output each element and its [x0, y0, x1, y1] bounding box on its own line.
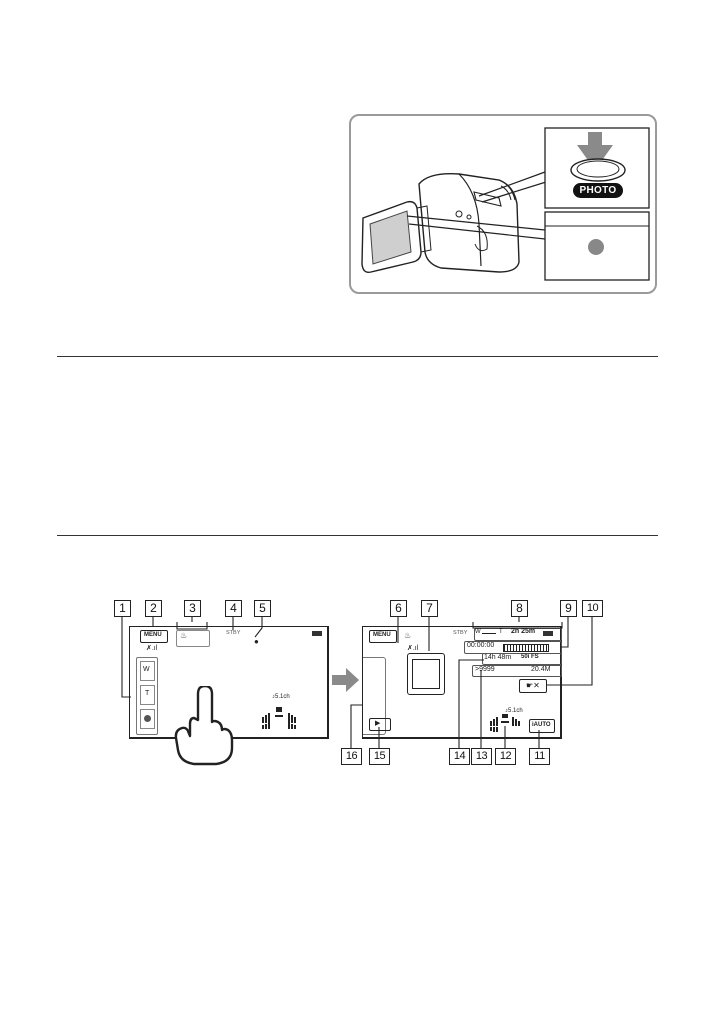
photo-row	[472, 665, 562, 677]
callout-15: 15	[369, 748, 390, 765]
wifi-off-icon: ✗.ıl	[146, 645, 158, 652]
battery-icon	[543, 631, 553, 636]
menu-button-label: MENU	[373, 632, 391, 638]
zoom-wide-button[interactable]: W	[140, 661, 155, 681]
zoom-wide-label: W	[143, 666, 150, 673]
focus-frame-inner	[412, 659, 440, 689]
status-text: STBY	[226, 630, 241, 636]
recording-icon: ●	[254, 637, 259, 646]
callout-7: 7	[421, 600, 438, 617]
playback-button[interactable]: ▶	[369, 718, 391, 731]
zoom-wide-label: W	[475, 629, 481, 635]
zoom-tele-label: T	[499, 629, 503, 635]
menu-button[interactable]: MENU	[369, 630, 397, 643]
callout-11: 11	[529, 748, 550, 765]
callout-1: 1	[114, 600, 131, 617]
menu-button[interactable]: MENU	[140, 630, 168, 643]
zoom-tele-button[interactable]: T	[140, 685, 155, 705]
callout-4: 4	[225, 600, 242, 617]
playback-icon: ▶	[375, 720, 381, 727]
touch-cancel-icon: ☛✕	[526, 681, 540, 690]
rec-time: 14h 48m	[484, 654, 512, 661]
side-zoom-area[interactable]	[363, 657, 386, 735]
battery-time: 2h 25m	[511, 628, 536, 635]
battery-icon	[312, 631, 322, 636]
section-divider	[57, 535, 658, 536]
press-arrow-icon	[577, 132, 613, 170]
photo-button-label: PHOTO	[573, 183, 623, 198]
camera-illustration: PHOTO	[349, 114, 657, 294]
scene-mode-area[interactable]	[176, 630, 210, 647]
finger-touch-icon	[174, 686, 234, 766]
zoom-tele-label: T	[145, 690, 150, 697]
callout-13: 13	[471, 748, 492, 765]
zoom-panel: W T	[136, 657, 158, 735]
audio-level-icon	[262, 707, 296, 729]
lcd-screen-left: MENU ♨ STBY ● ✗.ıl W T ♪5.1ch	[129, 626, 329, 739]
audio-channel-text: ♪5.1ch	[272, 694, 290, 700]
audio-level-icon	[490, 714, 520, 732]
audio-meter	[503, 644, 549, 652]
section-divider	[57, 356, 658, 357]
callout-2: 2	[145, 600, 162, 617]
callout-14: 14	[449, 748, 470, 765]
status-text: STBY	[453, 630, 468, 636]
callout-12: 12	[495, 748, 516, 765]
touch-cancel-button[interactable]: ☛✕	[519, 679, 547, 693]
zoom-bar	[482, 633, 496, 634]
menu-button-label: MENU	[144, 632, 162, 638]
rec-mode: 50i FS	[521, 654, 539, 660]
wifi-off-icon: ✗.ıl	[407, 645, 419, 652]
callout-6: 6	[390, 600, 407, 617]
callout-9: 9	[560, 600, 577, 617]
transition-arrow-icon	[332, 668, 359, 692]
callout-5: 5	[254, 600, 271, 617]
photo-size: 20.4M	[531, 666, 551, 673]
scene-badge-label: iAUTO	[532, 722, 551, 728]
callout-16: 16	[341, 748, 362, 765]
callout-8: 8	[511, 600, 528, 617]
callout-10: 10	[582, 600, 603, 617]
photo-count: >9999	[475, 666, 495, 673]
face-detect-icon: ♨	[404, 631, 412, 640]
face-detect-icon: ♨	[180, 631, 188, 640]
audio-channel-text: ♪5.1ch	[505, 708, 523, 714]
record-dot-icon	[144, 715, 151, 722]
record-button[interactable]	[140, 709, 155, 729]
photo-button-icon[interactable]	[569, 158, 627, 182]
timecode: 00:00:00	[467, 642, 495, 649]
focus-frame[interactable]	[407, 653, 445, 695]
rec-time-row	[482, 653, 562, 665]
lcd-screen-right: MENU ♨ ✗.ıl STBY W T 2h 25m 00:00:00 14h…	[362, 626, 562, 739]
callout-3: 3	[184, 600, 201, 617]
scene-badge[interactable]: iAUTO	[529, 719, 555, 733]
